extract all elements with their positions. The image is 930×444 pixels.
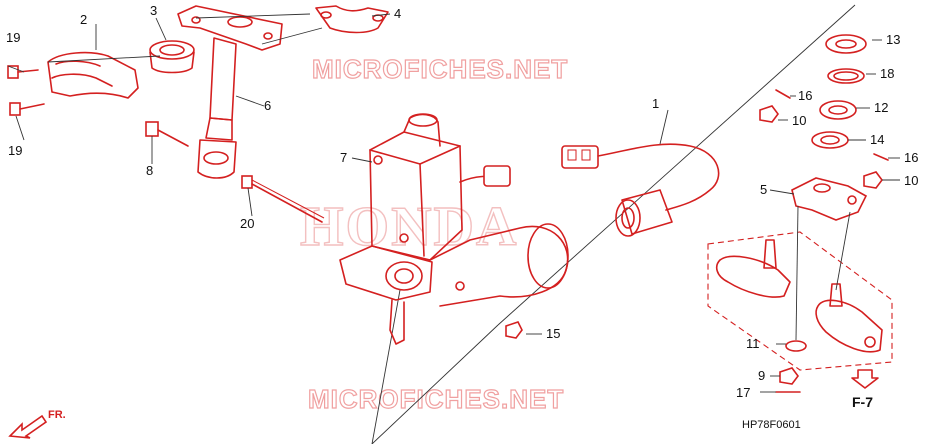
- front-direction: FR.: [8, 409, 66, 439]
- callout-5: 5: [760, 182, 767, 197]
- callout-2: 2: [80, 12, 87, 27]
- part-14-seal: [811, 131, 849, 149]
- part-1-harness: [561, 143, 720, 237]
- explode-line-right: [497, 4, 856, 326]
- callout-7: 7: [340, 150, 347, 165]
- explode-line-left: [371, 324, 499, 444]
- tie-rod-end-right: [815, 283, 883, 353]
- callout-12: 12: [874, 100, 888, 115]
- callout-8: 8: [146, 163, 153, 178]
- part-6-steering-shaft: [177, 5, 283, 179]
- part-10-nut-upper: [759, 105, 779, 123]
- callout-16-lower: 16: [904, 150, 918, 165]
- tie-rod-end-left: [715, 239, 791, 298]
- callout-1: 1: [652, 96, 659, 111]
- callout-4: 4: [394, 6, 401, 21]
- callout-10-lower: 10: [904, 173, 918, 188]
- callout-6: 6: [264, 98, 271, 113]
- part-19-bolt-upper: [7, 65, 39, 79]
- part-16-cotter-pin-upper: [775, 89, 791, 99]
- diagram-code: HP78F0601: [742, 419, 801, 431]
- watermark-top: MICROFICHES.NET: [312, 54, 568, 84]
- part-10-nut-lower: [863, 171, 883, 189]
- part-16-cotter-pin-lower: [873, 153, 889, 161]
- part-2-clamp: [47, 51, 139, 99]
- callout-9: 9: [758, 368, 765, 383]
- callout-13: 13: [886, 32, 900, 47]
- part-19-bolt-lower: [9, 102, 45, 116]
- callout-18: 18: [880, 66, 894, 81]
- leader-lines: [7, 13, 900, 393]
- reference-label: F-7: [852, 394, 873, 410]
- part-3-seal: [149, 40, 195, 74]
- watermark-brand: HONDA: [300, 196, 518, 258]
- tie-rod-group-box: [707, 231, 893, 371]
- callout-10-upper: 10: [792, 113, 806, 128]
- part-13-bearing: [825, 34, 867, 54]
- callout-20: 20: [240, 216, 254, 231]
- part-11-washer: [785, 340, 807, 352]
- down-arrow-icon: [851, 369, 879, 389]
- part-9-nut: [779, 367, 799, 385]
- part-12-bearing: [819, 100, 857, 120]
- front-arrow-icon: [8, 414, 48, 439]
- callout-3: 3: [150, 3, 157, 18]
- callout-14: 14: [870, 132, 884, 147]
- callout-labels: 1 2 3 4 5 6 7 8 9 10 10 11 12 13 14 15 1…: [6, 3, 918, 400]
- part-5-pitman-arm: [791, 177, 868, 221]
- callout-11: 11: [746, 336, 760, 351]
- callout-19-upper: 19: [6, 30, 20, 45]
- watermark-bottom: MICROFICHES.NET: [308, 384, 564, 414]
- part-18-circlip: [827, 68, 865, 84]
- callout-16-upper: 16: [798, 88, 812, 103]
- front-label: FR.: [48, 409, 66, 421]
- reference-f7: F-7: [851, 369, 879, 410]
- part-7-eps-unit: [339, 113, 569, 345]
- callout-15: 15: [546, 326, 560, 341]
- part-15-nut: [505, 321, 523, 339]
- callout-17: 17: [736, 385, 750, 400]
- part-20-long-bolt: [241, 175, 325, 223]
- explode-line-ball: [371, 289, 401, 444]
- callout-19-lower: 19: [8, 143, 22, 158]
- part-4-clamp: [315, 5, 389, 34]
